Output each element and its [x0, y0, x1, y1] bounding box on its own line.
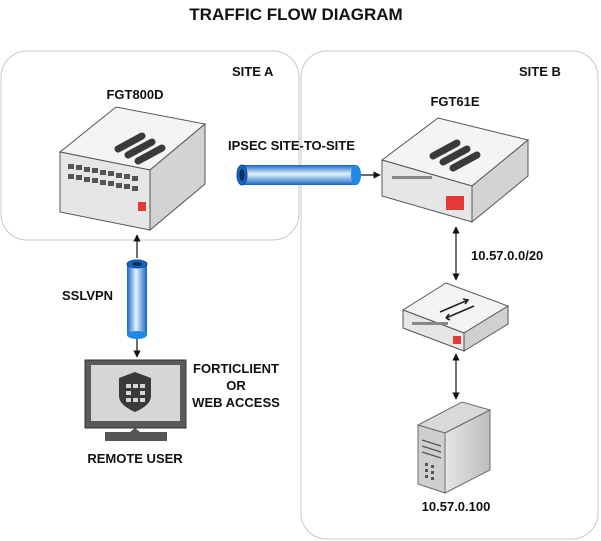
- client-access-line3: WEB ACCESS: [192, 395, 280, 410]
- switch-icon: [401, 282, 510, 352]
- sslvpn-tunnel: [126, 259, 148, 339]
- fgt61e-label: FGT61E: [430, 94, 480, 109]
- subnet-label: 10.57.0.0/20: [471, 248, 544, 263]
- diagram-title: TRAFFIC FLOW DIAGRAM: [189, 5, 403, 24]
- monitor-shield-icon: [84, 359, 187, 441]
- site-b-label: SITE B: [519, 64, 561, 79]
- server-ip-label: 10.57.0.100: [421, 499, 491, 514]
- client-access-line1: FORTICLIENT: [193, 361, 279, 376]
- ipsec-label: IPSEC SITE-TO-SITE: [228, 138, 355, 153]
- fortigate-appliance-icon: [58, 106, 207, 232]
- remote-user-label: REMOTE USER: [87, 451, 183, 466]
- fgt800d-label: FGT800D: [106, 87, 164, 102]
- client-access-line2: OR: [226, 378, 246, 393]
- sslvpn-label: SSLVPN: [62, 288, 114, 303]
- fortigate-appliance-icon: [380, 117, 530, 224]
- ipsec-tunnel: [236, 164, 361, 186]
- site-a-label: SITE A: [232, 64, 274, 79]
- server-tower-icon: [416, 401, 492, 494]
